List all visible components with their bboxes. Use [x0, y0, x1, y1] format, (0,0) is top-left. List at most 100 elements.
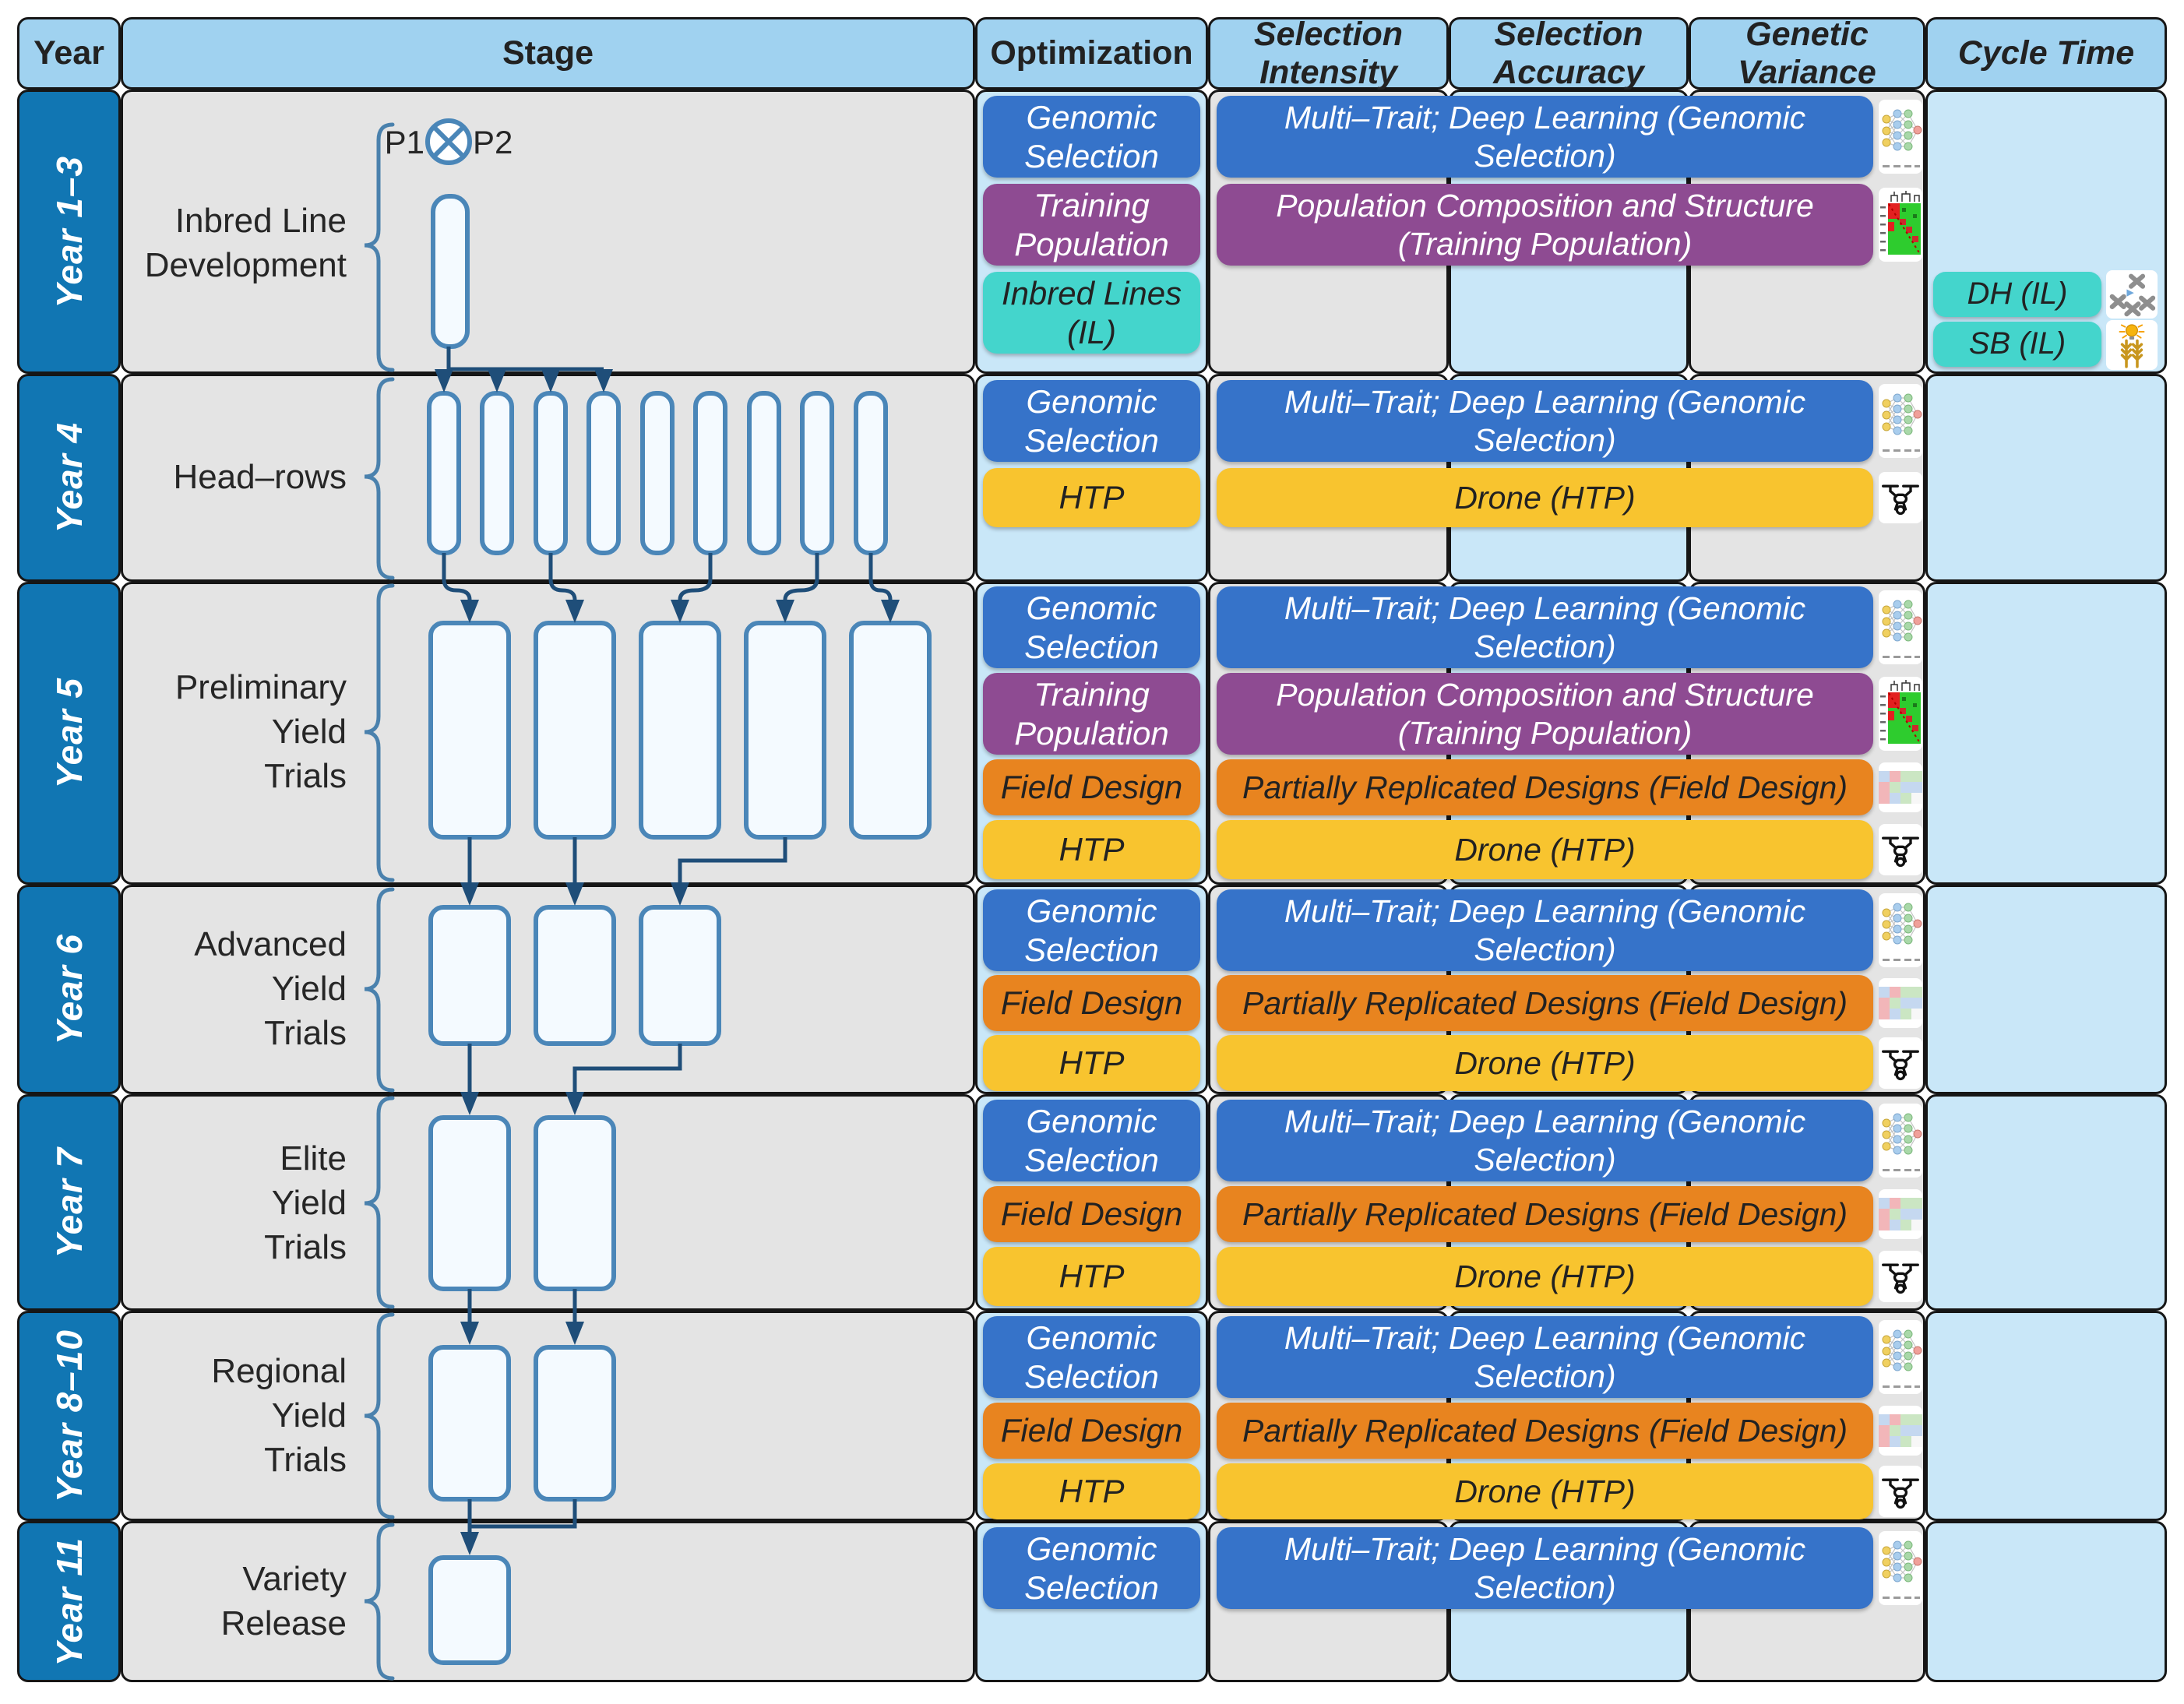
genotype-heatmap-icon — [1879, 188, 1922, 262]
pill-partially-replicated-designs: Partially Replicated Designs (Field Desi… — [1217, 1186, 1873, 1242]
neural-network-icon — [1879, 1104, 1922, 1178]
pill-htp: HTP — [983, 468, 1200, 527]
header-selection-intensity-label: Selection Intensity — [1253, 16, 1404, 91]
cycle-time-cell-7 — [1925, 1094, 2167, 1311]
stage-label-head-rows: Head–rows — [173, 458, 347, 496]
pill-htp: HTP — [983, 1035, 1200, 1091]
pill-multi-trait-deep-learning: Multi–Trait; Deep Learning (Genomic Sele… — [1217, 1527, 1873, 1609]
stage-label-inbred-line-development: Inbred Line Development — [144, 202, 347, 285]
neural-network-icon — [1879, 100, 1922, 174]
drone-icon — [1879, 472, 1922, 523]
pill-partially-replicated-designs: Partially Replicated Designs (Field Desi… — [1217, 975, 1873, 1031]
stage-label-advanced-yield-trials: Advanced Yield Trials — [194, 925, 347, 1053]
field-design-icon — [1879, 1189, 1922, 1239]
pill-drone-htp: Drone (HTP) — [1217, 1035, 1873, 1091]
pill-genomic-selection: Genomic Selection — [983, 586, 1200, 668]
pill-multi-trait-deep-learning: Multi–Trait; Deep Learning (Genomic Sele… — [1217, 1100, 1873, 1181]
year-label: Year 8–10 — [48, 1329, 90, 1503]
year-cell-7: Year 7 — [17, 1094, 121, 1311]
pill-genomic-selection: Genomic Selection — [983, 1527, 1200, 1609]
year-cell-5: Year 5 — [17, 582, 121, 885]
cycle-time-cell-11 — [1925, 1521, 2167, 1682]
cycle-time-cell-4 — [1925, 374, 2167, 582]
year-cell-11: Year 11 — [17, 1521, 121, 1682]
pill-genomic-selection: Genomic Selection — [983, 1100, 1200, 1181]
pill-doubled-haploid: DH (IL) — [1933, 272, 2101, 317]
year-label: Year 4 — [48, 422, 90, 533]
pill-population-composition-structure: Population Composition and Structure (Tr… — [1217, 673, 1873, 755]
header-stage: Stage — [121, 17, 975, 90]
pill-genomic-selection: Genomic Selection — [983, 1316, 1200, 1398]
header-genetic-variance-label: Genetic Variance — [1738, 16, 1876, 91]
pill-training-population: Training Population — [983, 184, 1200, 266]
cycle-time-cell-8-10 — [1925, 1311, 2167, 1521]
header-selection-accuracy: Selection Accuracy — [1449, 16, 1689, 91]
pill-drone-htp: Drone (HTP) — [1217, 468, 1873, 527]
pill-population-composition-structure: Population Composition and Structure (Tr… — [1217, 184, 1873, 266]
year-cell-6: Year 6 — [17, 885, 121, 1094]
stage-label-variety-release: Variety Release — [220, 1560, 347, 1643]
speed-breeding-icon — [2106, 320, 2158, 370]
neural-network-icon — [1879, 893, 1922, 967]
pill-speed-breeding: SB (IL) — [1933, 322, 2101, 367]
header-genetic-variance: Genetic Variance — [1689, 16, 1925, 91]
year-label: Year 6 — [48, 934, 90, 1045]
header-optimization-label: Optimization — [990, 34, 1193, 72]
field-design-icon — [1879, 978, 1922, 1028]
chromosome-icon — [2106, 270, 2158, 319]
year-label: Year 7 — [48, 1146, 90, 1259]
drone-icon — [1879, 1466, 1922, 1517]
stage-cell-1-3 — [121, 90, 975, 374]
pill-drone-htp: Drone (HTP) — [1217, 820, 1873, 879]
pill-inbred-lines: Inbred Lines (IL) — [983, 272, 1200, 354]
pill-genomic-selection: Genomic Selection — [983, 96, 1200, 178]
pill-multi-trait-deep-learning: Multi–Trait; Deep Learning (Genomic Sele… — [1217, 889, 1873, 971]
cycle-time-cell-5 — [1925, 582, 2167, 885]
pill-field-design: Field Design — [983, 1403, 1200, 1459]
neural-network-icon — [1879, 1531, 1922, 1605]
pill-genomic-selection: Genomic Selection — [983, 380, 1200, 462]
pill-field-design: Field Design — [983, 975, 1200, 1031]
pill-partially-replicated-designs: Partially Replicated Designs (Field Desi… — [1217, 1403, 1873, 1459]
stage-label-preliminary-yield-trials: Preliminary Yield Trials — [174, 668, 347, 796]
pill-training-population: Training Population — [983, 673, 1200, 755]
pill-htp: HTP — [983, 1463, 1200, 1519]
drone-icon — [1879, 824, 1922, 875]
neural-network-icon — [1879, 384, 1922, 458]
drone-icon — [1879, 1251, 1922, 1302]
pill-multi-trait-deep-learning: Multi–Trait; Deep Learning (Genomic Sele… — [1217, 1316, 1873, 1398]
stage-label-elite-yield-trials: Elite Yield Trials — [264, 1139, 347, 1267]
header-stage-label: Stage — [502, 34, 594, 72]
pill-partially-replicated-designs: Partially Replicated Designs (Field Desi… — [1217, 759, 1873, 815]
year-label: Year 5 — [48, 678, 90, 789]
header-year: Year — [17, 17, 121, 90]
pill-drone-htp: Drone (HTP) — [1217, 1463, 1873, 1519]
pill-htp: HTP — [983, 1247, 1200, 1306]
genotype-heatmap-icon — [1879, 677, 1922, 751]
neural-network-icon — [1879, 1320, 1922, 1394]
stage-label-regional-yield-trials: Regional Yield Trials — [211, 1352, 347, 1480]
header-optimization: Optimization — [975, 17, 1208, 90]
pill-multi-trait-deep-learning: Multi–Trait; Deep Learning (Genomic Sele… — [1217, 96, 1873, 178]
header-year-label: Year — [33, 34, 104, 72]
header-selection-accuracy-label: Selection Accuracy — [1493, 16, 1644, 91]
year-label: Year 11 — [48, 1537, 90, 1667]
header-selection-intensity: Selection Intensity — [1208, 16, 1449, 91]
pill-htp: HTP — [983, 820, 1200, 879]
field-design-icon — [1879, 762, 1922, 812]
year-cell-1-3: Year 1–3 — [17, 90, 121, 374]
pill-multi-trait-deep-learning: Multi–Trait; Deep Learning (Genomic Sele… — [1217, 380, 1873, 462]
pill-field-design: Field Design — [983, 1186, 1200, 1242]
header-cycle-time: Cycle Time — [1925, 17, 2167, 90]
pill-drone-htp: Drone (HTP) — [1217, 1247, 1873, 1306]
drone-icon — [1879, 1037, 1922, 1089]
neural-network-icon — [1879, 590, 1922, 664]
pill-multi-trait-deep-learning: Multi–Trait; Deep Learning (Genomic Sele… — [1217, 586, 1873, 668]
field-design-icon — [1879, 1406, 1922, 1456]
pill-genomic-selection: Genomic Selection — [983, 889, 1200, 971]
year-label: Year 1–3 — [48, 155, 90, 308]
year-cell-8-10: Year 8–10 — [17, 1311, 121, 1521]
header-cycle-time-label: Cycle Time — [1957, 34, 2135, 72]
stage-cell-11 — [121, 1521, 975, 1682]
